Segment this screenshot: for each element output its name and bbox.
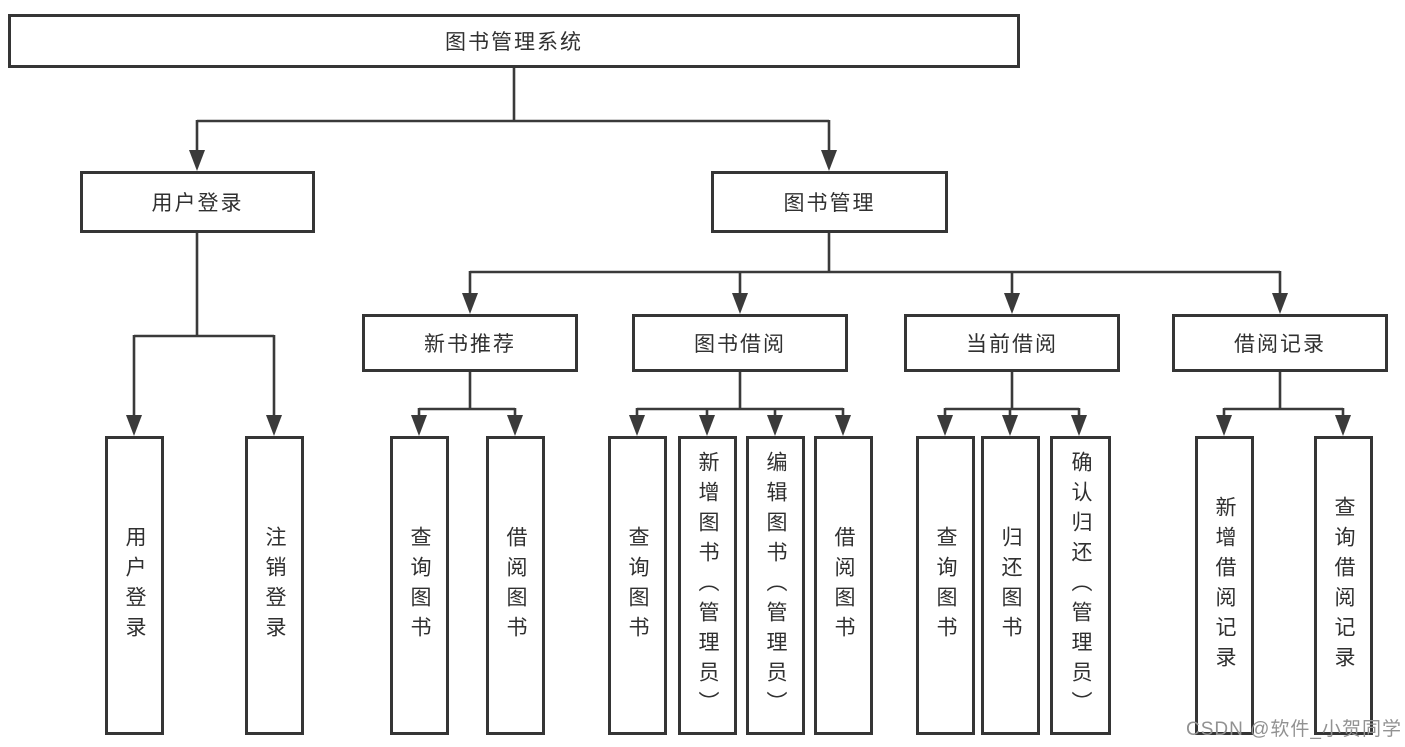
node-new-book-recommend-label: 新书推荐 — [424, 333, 516, 356]
leaf-current-query-books-label: 查询图书 — [934, 525, 957, 646]
leaf-query-borrow-record: 查询借阅记录 — [1314, 436, 1373, 735]
connector-book-mgmt-to-level3 — [462, 233, 1288, 314]
leaf-add-books-admin-label: 新增图书（管理员） — [696, 450, 719, 721]
leaf-return-books-label: 归还图书 — [999, 525, 1022, 646]
node-user-login-label: 用户登录 — [151, 192, 244, 215]
connector-records-to-leaves — [1216, 372, 1351, 436]
node-library-system-label: 图书管理系统 — [445, 31, 583, 54]
leaf-borrow-query-books-label: 查询图书 — [626, 525, 649, 646]
node-current-borrow-label: 当前借阅 — [966, 333, 1058, 356]
node-book-borrow: 图书借阅 — [632, 314, 848, 372]
leaf-add-borrow-record: 新增借阅记录 — [1195, 436, 1254, 735]
node-library-system: 图书管理系统 — [8, 14, 1020, 68]
csdn-watermark: CSDN @软件_小贺同学 — [1186, 719, 1402, 740]
leaf-borrow-query-books: 查询图书 — [608, 436, 667, 735]
connector-current-to-leaves — [937, 372, 1087, 436]
node-book-management: 图书管理 — [711, 171, 948, 233]
node-new-book-recommend: 新书推荐 — [362, 314, 578, 372]
connector-borrow-to-leaves — [629, 372, 851, 436]
node-borrow-records: 借阅记录 — [1172, 314, 1388, 372]
leaf-confirm-return-admin-label: 确认归还（管理员） — [1069, 450, 1092, 721]
node-book-borrow-label: 图书借阅 — [694, 333, 786, 356]
leaf-edit-books-admin-label: 编辑图书（管理员） — [764, 450, 787, 721]
node-book-management-label: 图书管理 — [783, 192, 876, 215]
leaf-edit-books-admin: 编辑图书（管理员） — [746, 436, 805, 735]
node-user-login: 用户登录 — [80, 171, 315, 233]
leaf-user-login: 用户登录 — [105, 436, 164, 735]
leaf-add-books-admin: 新增图书（管理员） — [678, 436, 737, 735]
leaf-return-books: 归还图书 — [981, 436, 1040, 735]
leaf-recommend-query-books-label: 查询图书 — [408, 525, 431, 646]
leaf-user-login-label: 用户登录 — [123, 525, 146, 646]
connector-user-login-to-leaves — [126, 233, 282, 436]
leaf-recommend-query-books: 查询图书 — [390, 436, 449, 735]
leaf-add-borrow-record-label: 新增借阅记录 — [1213, 495, 1236, 676]
node-current-borrow: 当前借阅 — [904, 314, 1120, 372]
leaf-current-query-books: 查询图书 — [916, 436, 975, 735]
leaf-logout: 注销登录 — [245, 436, 304, 735]
leaf-query-borrow-record-label: 查询借阅记录 — [1332, 495, 1355, 676]
leaf-logout-label: 注销登录 — [263, 525, 286, 646]
leaf-recommend-borrow-books: 借阅图书 — [486, 436, 545, 735]
leaf-confirm-return-admin: 确认归还（管理员） — [1050, 436, 1111, 735]
leaf-recommend-borrow-books-label: 借阅图书 — [504, 525, 527, 646]
leaf-borrow-books: 借阅图书 — [814, 436, 873, 735]
connector-recommend-to-leaves — [411, 372, 523, 436]
connector-root-to-level2 — [189, 68, 837, 171]
node-borrow-records-label: 借阅记录 — [1234, 333, 1326, 356]
leaf-borrow-books-label: 借阅图书 — [832, 525, 855, 646]
